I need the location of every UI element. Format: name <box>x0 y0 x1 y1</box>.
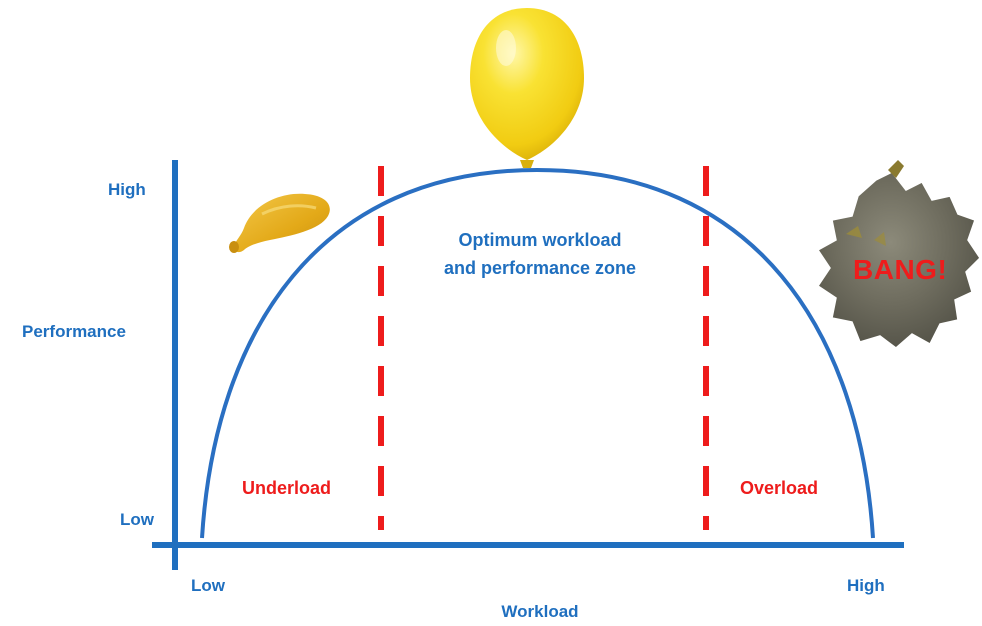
deflated-balloon-icon <box>229 193 330 253</box>
bang-label: BANG! <box>853 254 948 285</box>
y-axis-high-label: High <box>108 180 146 199</box>
y-axis-title: Performance <box>22 322 126 341</box>
overload-label: Overload <box>740 478 819 498</box>
x-axis-low-label: Low <box>191 576 225 595</box>
x-axis-line <box>152 542 904 548</box>
y-axis-low-label: Low <box>120 510 154 529</box>
underload-label: Underload <box>242 478 332 498</box>
inflated-balloon-icon <box>470 8 584 168</box>
optimum-zone-label-line1: Optimum workload <box>458 230 622 250</box>
optimum-zone-label-line2: and performance zone <box>443 258 637 278</box>
x-axis-title: Workload <box>501 602 579 621</box>
x-axis-high-label: High <box>847 576 885 595</box>
performance-curve <box>200 167 875 539</box>
y-axis-line <box>172 160 178 570</box>
burst-balloon-icon <box>816 160 981 349</box>
